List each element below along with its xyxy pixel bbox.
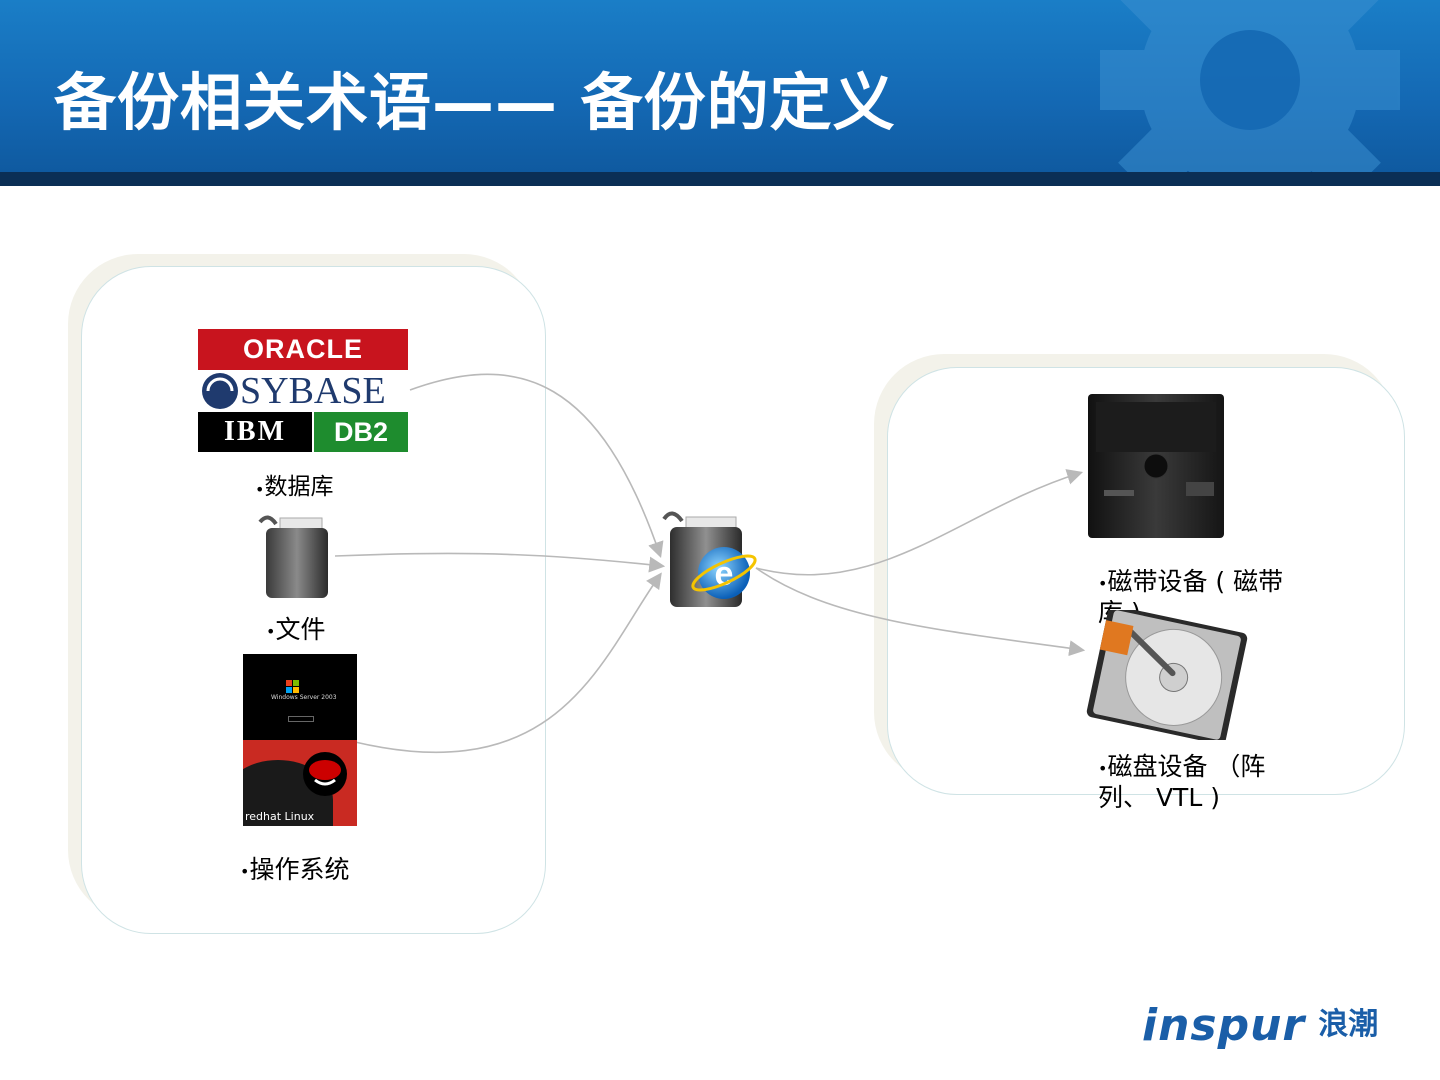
- windows-server-screen: Windows Server 2003: [243, 654, 357, 740]
- database-logos: ORACLE SYBASE IBM DB2: [198, 329, 408, 452]
- folder-icon: [258, 515, 328, 598]
- connector-disk: [755, 567, 1086, 657]
- inspur-wordmark-cn: 浪潮: [1318, 1007, 1379, 1042]
- redhat-screen: redhat Linux: [243, 740, 357, 826]
- windows-server-text: Windows Server 2003: [271, 694, 337, 701]
- redhat-shadowman-icon: [303, 752, 347, 796]
- oracle-logo: ORACLE: [198, 329, 408, 370]
- db2-logo: DB2: [314, 412, 408, 452]
- inspur-logo: inspur 浪潮: [1142, 1000, 1378, 1051]
- sybase-wordmark: SYBASE: [240, 370, 386, 412]
- header-banner: 备份相关术语—— 备份的定义: [0, 0, 1440, 172]
- disk-label: •磁盘设备 （阵列、 VTL ): [1098, 752, 1266, 812]
- gear-icon: [1100, 0, 1400, 172]
- tape-cartridge-icon: [1088, 394, 1224, 538]
- inspur-wordmark: inspur: [1142, 1000, 1306, 1051]
- connector-database: [409, 373, 664, 559]
- connector-tape: [755, 469, 1084, 576]
- redhat-text: redhat Linux: [245, 810, 315, 823]
- backup-software-icon: e: [662, 511, 757, 607]
- header-divider: [0, 172, 1440, 186]
- tape-label: •磁带设备 ( 磁带库 ): [1098, 567, 1284, 627]
- windows-progress-bar: [288, 716, 314, 722]
- hard-disk-icon: [1086, 610, 1248, 740]
- os-label: •操作系统: [240, 855, 350, 884]
- ibm-logo: IBM: [198, 412, 312, 452]
- windows-logo-icon: [286, 680, 299, 693]
- connector-file: [334, 552, 666, 573]
- slide-title: 备份相关术语—— 备份的定义: [54, 66, 896, 139]
- sybase-logo: SYBASE: [198, 370, 408, 412]
- connector-os: [354, 572, 662, 754]
- database-label: •数据库: [255, 474, 334, 500]
- file-label: •文件: [266, 615, 326, 644]
- sybase-emblem-icon: [202, 373, 238, 409]
